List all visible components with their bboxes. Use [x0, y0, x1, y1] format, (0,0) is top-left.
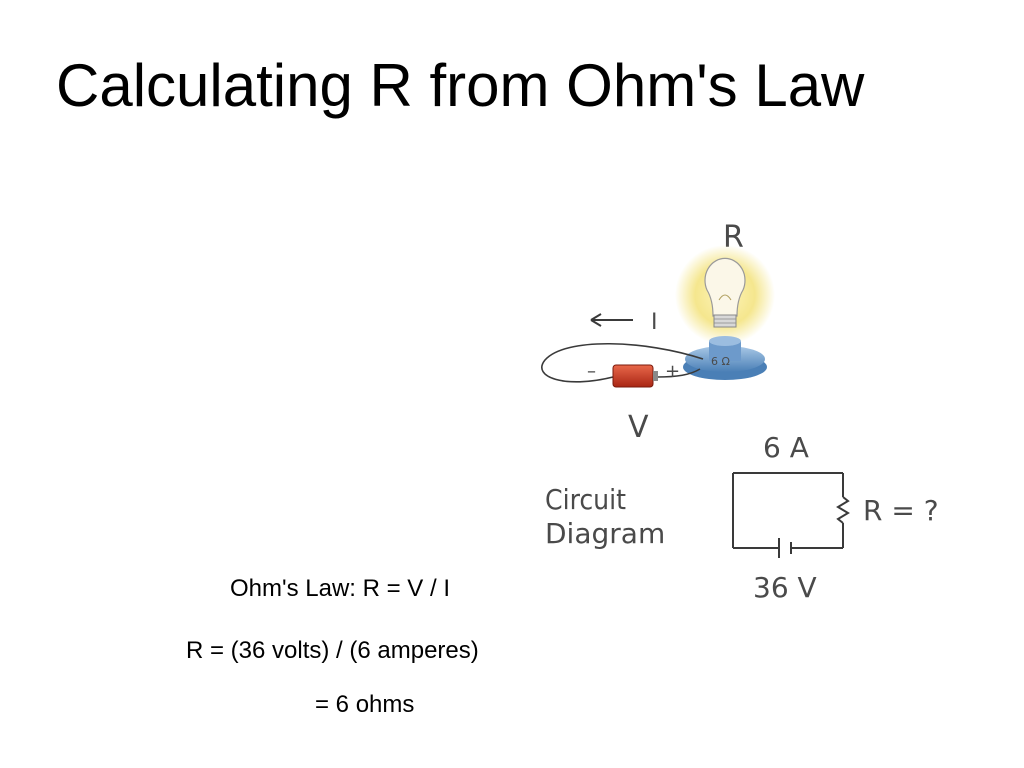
wire-right: [656, 368, 701, 378]
light-bulb: [704, 257, 746, 328]
battery-minus: –: [587, 361, 596, 382]
current-label: I: [651, 310, 658, 335]
circuit-caption-line1: Circuit: [545, 483, 626, 516]
ohms-law-formula: Ohm's Law: R = V / I: [230, 575, 450, 602]
bulb-socket: [683, 336, 767, 380]
battery-plus: +: [665, 361, 680, 382]
wire-left: [541, 342, 704, 383]
diagram-current-label: 6 A: [763, 431, 809, 464]
bulb-rating: 6 Ω: [711, 355, 730, 368]
circuit-caption-line2: Diagram: [545, 517, 665, 550]
result-line: = 6 ohms: [315, 691, 415, 718]
substitution-line: R = (36 volts) / (6 amperes): [186, 637, 479, 664]
schematic-battery: [778, 538, 792, 558]
current-arrow: [590, 313, 633, 327]
diagram-resistor-label: R = ?: [863, 494, 939, 527]
voltage-label: V: [628, 410, 649, 445]
battery: [612, 364, 658, 388]
slide-title: Calculating R from Ohm's Law: [56, 52, 865, 119]
circuit-figure: R 6 Ω I: [495, 115, 970, 610]
schematic-circuit: [732, 472, 850, 549]
diagram-voltage-label: 36 V: [753, 571, 817, 604]
